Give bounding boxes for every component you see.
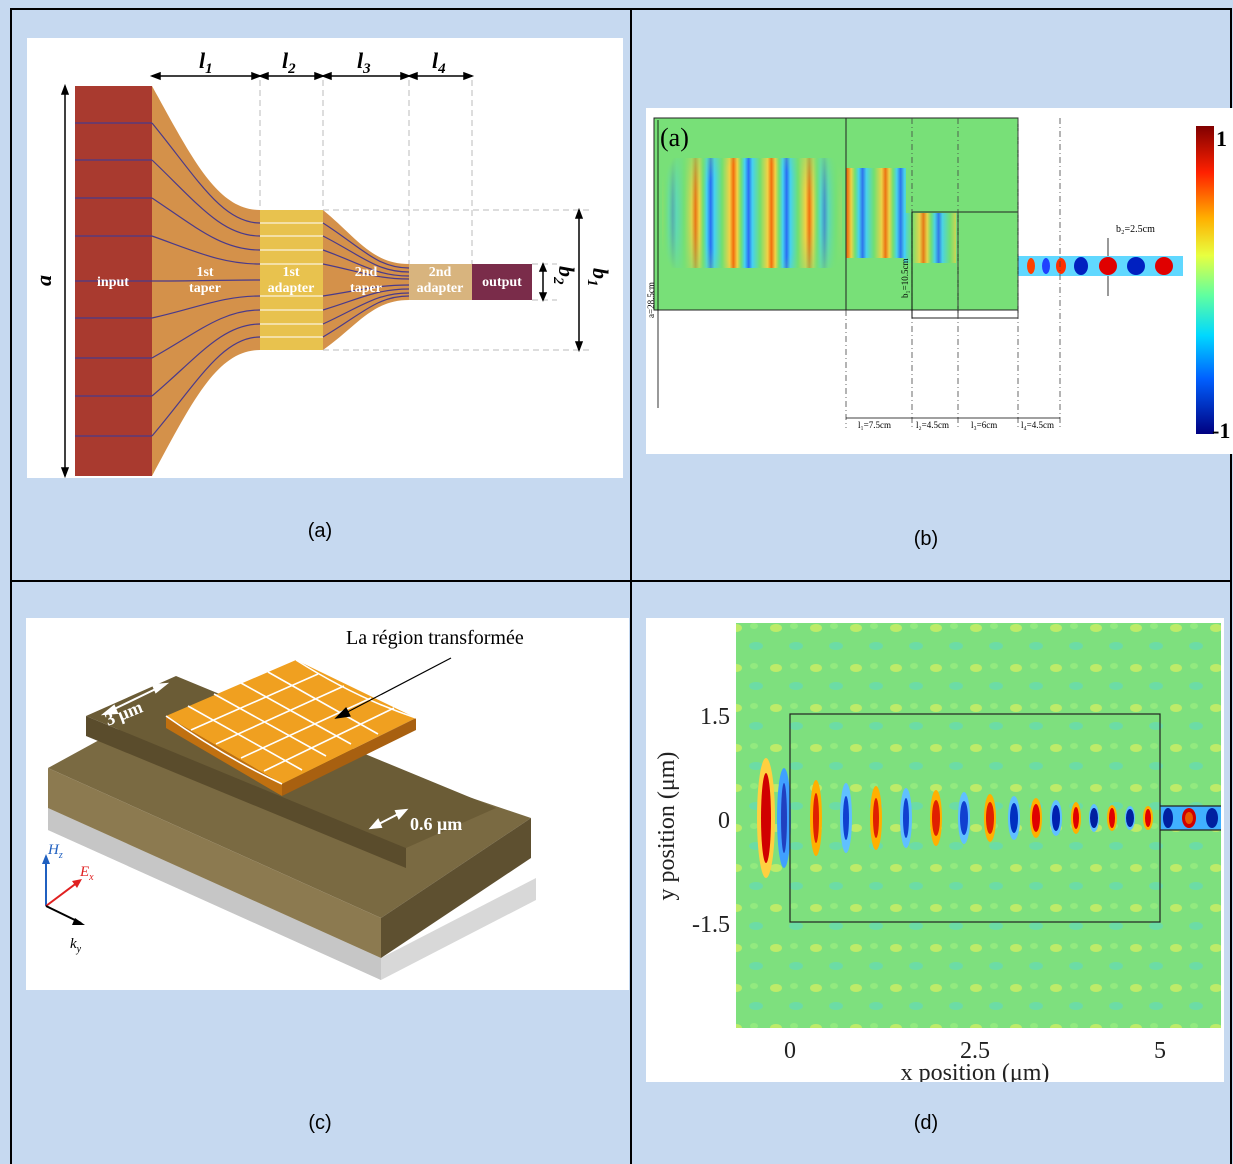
panel-b-field-simulation: (a) a=28.5cm b₁=10.5cm b₂=2.5cm l₁=7.5cm… <box>646 108 1233 454</box>
x-axis-label: x position (μm) <box>901 1060 1050 1082</box>
transformation-grid <box>165 659 417 785</box>
dim-label-l3: l3 <box>357 48 371 77</box>
region-label-taper2-line1: 2nd <box>355 265 378 280</box>
panel-a-taper-diagram: l1 l2 l3 l4 a b1 b2 input 1st taper 1st … <box>27 38 623 479</box>
region-label-input: input <box>97 275 129 290</box>
panel-b-inner-label: (a) <box>660 123 689 152</box>
region-label-adapter2-line2: adapter <box>417 281 464 296</box>
panel-d-field-plot: 0 2.5 5 1.5 0 -1.5 x position (μm) y pos… <box>646 618 1224 1086</box>
second-adapter-region <box>409 264 472 300</box>
panel-b-dimensions <box>657 120 1109 419</box>
output-field-lobes <box>1027 257 1173 275</box>
y-axis-label: y position (μm) <box>654 752 680 901</box>
colorbar <box>1196 126 1214 434</box>
slab-side <box>381 818 531 958</box>
exit-width-label: 0.6 μm <box>410 814 462 834</box>
ytick-neg-1-5: -1.5 <box>692 912 730 938</box>
field-lines <box>75 122 410 437</box>
dim-label-l2: l2 <box>282 48 296 77</box>
colorbar-max-label: 1 <box>1216 126 1227 151</box>
dim-label-b1: b1 <box>584 268 613 287</box>
caption-a: (a) <box>307 520 333 542</box>
region-label-taper1-line1: 1st <box>196 265 213 280</box>
annotation-pointer <box>334 657 452 719</box>
input-field-fade <box>654 118 854 310</box>
panel-c-device-3d: La région transformée 3 μm 0.6 μm Hz Ex … <box>26 618 629 990</box>
dim-label-a: a <box>31 275 56 286</box>
field-pattern <box>757 758 1221 878</box>
colorbar-min-label: -1 <box>1212 418 1230 443</box>
label-b1-width: b₁=10.5cm <box>900 259 910 298</box>
dim-label-l1: l1 <box>199 48 213 77</box>
label-l3: l₃=6cm <box>971 420 997 430</box>
output-region <box>472 264 532 300</box>
caption-b: (b) <box>913 528 939 550</box>
table-border-middle-horizontal <box>10 580 1232 582</box>
xtick-2-5: 2.5 <box>960 1038 990 1064</box>
label-b2-width: b₂=2.5cm <box>1116 224 1155 235</box>
transformed-region-box <box>789 713 1221 923</box>
ytick-0: 0 <box>718 808 730 834</box>
label-l4: l₄=4.5cm <box>1021 420 1054 430</box>
adapter-field-waves <box>904 213 956 263</box>
axes-triad: Hz Ex ky <box>42 842 94 955</box>
label-l1: l₁=7.5cm <box>858 420 891 430</box>
table-border-top <box>10 8 1232 10</box>
dim-label-b2: b2 <box>550 266 579 285</box>
axis-e-label: Ex <box>79 864 94 883</box>
xtick-5: 5 <box>1154 1038 1166 1064</box>
label-l2: l₂=4.5cm <box>916 420 949 430</box>
ytick-1-5: 1.5 <box>700 704 730 730</box>
axis-k-label: ky <box>70 936 82 955</box>
region-label-adapter1-line2: adapter <box>268 281 315 296</box>
region-label-adapter2-line1: 2nd <box>429 265 452 280</box>
second-taper-region <box>323 210 409 350</box>
dimension-guides <box>259 80 592 351</box>
dimension-arrows <box>60 71 584 479</box>
caption-d: (d) <box>913 1112 939 1134</box>
annotation-label: La région transformée <box>346 627 524 649</box>
region-label-taper1-line2: taper <box>189 281 221 296</box>
taper-field-waves <box>846 168 906 258</box>
axis-h-label: Hz <box>47 842 63 861</box>
dim-label-l4: l4 <box>432 48 446 77</box>
label-a-width: a=28.5cm <box>646 282 656 318</box>
table-border-right <box>1230 8 1232 1164</box>
table-border-left <box>10 8 12 1164</box>
caption-c: (c) <box>308 1112 332 1134</box>
region-label-output: output <box>482 275 522 290</box>
transformed-region <box>166 660 416 784</box>
xtick-0: 0 <box>784 1038 796 1064</box>
slab-front <box>48 768 381 958</box>
first-adapter-region <box>260 210 323 350</box>
width-arrow <box>100 682 409 830</box>
region-label-adapter1-line1: 1st <box>282 265 299 280</box>
region-label-taper2-line2: taper <box>350 281 382 296</box>
table-border-middle-vertical <box>630 8 632 1164</box>
